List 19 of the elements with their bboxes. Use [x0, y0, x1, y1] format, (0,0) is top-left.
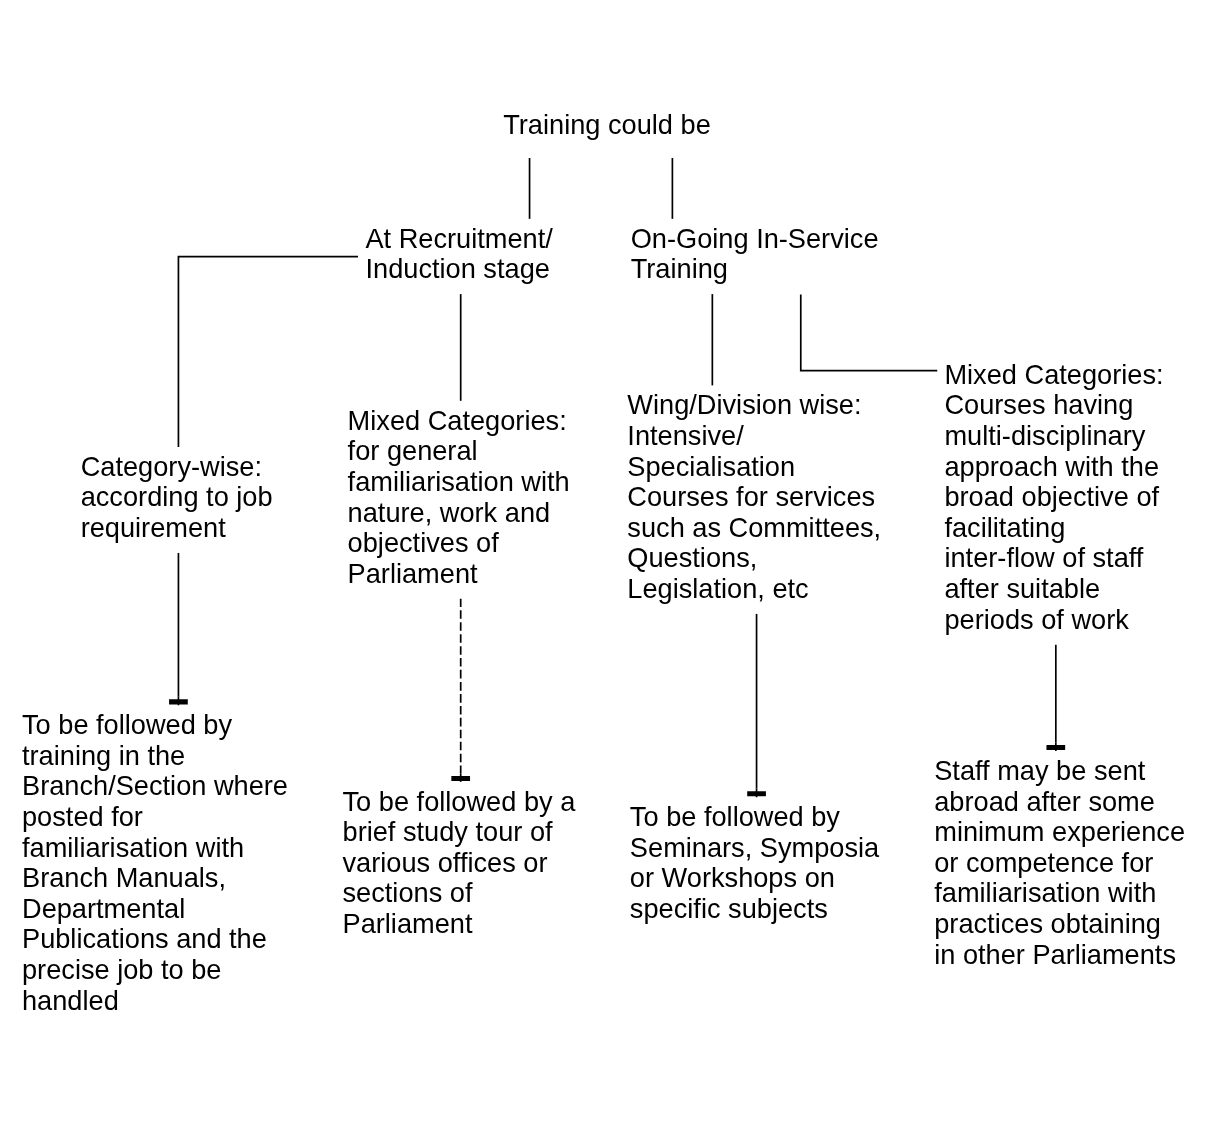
node-text: Mixed Categories: Courses having multi-disciplinary approach with the broad objective of facilitating inter-flow of staff after suitable periods of work [944, 358, 1164, 635]
connector [711, 292, 714, 386]
node-text: Category-wise: according to job requirement [80, 450, 273, 543]
connector [799, 293, 939, 371]
connector [528, 156, 531, 220]
connector [451, 597, 471, 783]
node-text: Staff may be sent abroad after some minimum experience or competence for familiarisation with practices obtaining in other Parliaments [934, 754, 1186, 970]
node-text: To be followed by a brief study tour of various offices or sections of Parliament [342, 785, 576, 939]
connector [671, 156, 674, 220]
node-text: Training could be [503, 108, 711, 140]
node-text: To be followed by training in the Branch/Section where posted for familiarisation with Branch Manuals, Departmental Publications and the precise job to be handled [22, 708, 288, 1016]
node-text: On-Going In-Service Training [630, 222, 879, 284]
node-text: To be followed by Seminars, Symposia or Workshops on specific subjects [629, 800, 880, 924]
node-text: Wing/Division wise: Intensive/ Specialisation Courses for services such as Committees, Questions, Legislation, etc [627, 388, 882, 604]
node-text: Mixed Categories: for general familiarisation with nature, work and objectives of Parliament [347, 404, 570, 589]
connector [459, 292, 462, 402]
connector [1046, 643, 1066, 752]
node-text: At Recruitment/ Induction stage [365, 222, 553, 284]
connector [177, 255, 359, 448]
